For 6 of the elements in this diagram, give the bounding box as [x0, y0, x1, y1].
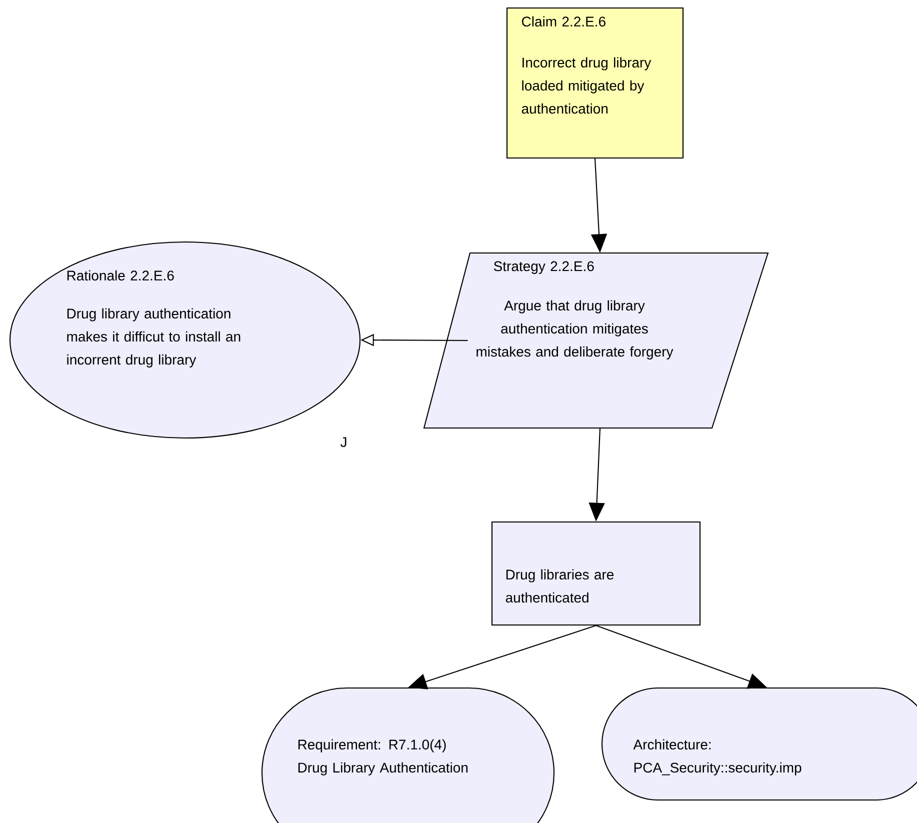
goal-box: Drug libraries are authenticated — [491, 521, 701, 626]
claim-box: Claim 2.2.E.6 Incorrect drug library loaded mitigated by authentication — [506, 7, 684, 159]
architecture-stadium: Architecture: PCA_Security::security.imp — [601, 687, 917, 801]
requirement-stadium: Requirement: R7.1.0(4) Drug Library Authentication — [261, 687, 555, 823]
strategy-parallelogram: Strategy 2.2.E.6 Argue that drug library authentication mitigates mistakes and deliberate forgery — [423, 252, 769, 429]
side-note: J — [340, 437, 346, 448]
